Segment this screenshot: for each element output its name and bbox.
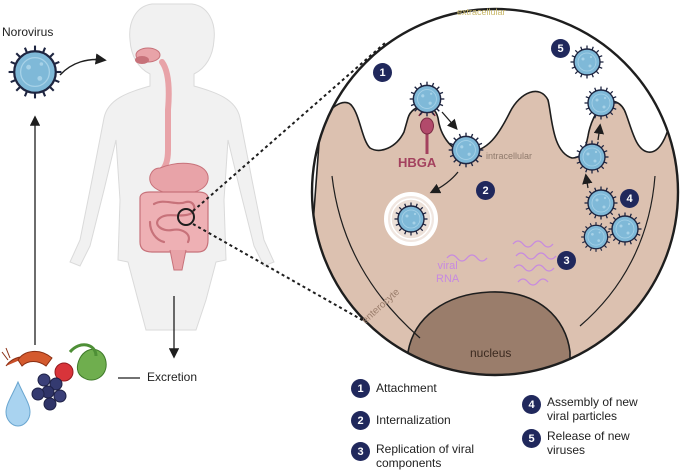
contaminated-food-icon <box>1 343 107 411</box>
arrow-enter-to-endosome <box>429 171 459 194</box>
legend-label-3-line2: components <box>376 456 442 471</box>
viral-rna-strands <box>446 240 557 286</box>
legend-label-4-line1: Assembly of new <box>547 395 638 409</box>
legend-item-release: 5 Release of new viruses <box>522 429 630 458</box>
virus-released-1 <box>583 85 619 121</box>
step-badge-3: 3 <box>557 251 576 270</box>
arrow-attach-to-enter <box>441 111 458 130</box>
legend-badge-3: 3 <box>351 442 370 461</box>
virus-attaching <box>408 80 446 118</box>
step-badge-2: 2 <box>476 181 495 200</box>
zoom-focus-circle <box>177 208 195 226</box>
step-badge-4: 4 <box>620 189 639 208</box>
water-drop-icon <box>5 380 31 427</box>
arrow-bud-to-release <box>593 123 605 141</box>
legend-label-5: Release of new viruses <box>547 429 630 458</box>
intracellular-label: intracellular <box>486 151 533 161</box>
legend-label-3-line1: Replication of viral <box>376 442 475 456</box>
digestive-tract <box>135 47 209 271</box>
hbga-label: HBGA <box>398 155 437 170</box>
virus-assembly-3 <box>580 221 612 253</box>
virus-assembly-1 <box>583 185 619 221</box>
norovirus-particle-icon <box>7 44 63 100</box>
legend-item-internalization: 2 Internalization <box>351 411 451 430</box>
zoom-circle-border <box>310 7 680 377</box>
step-badge-1: 1 <box>373 63 392 82</box>
legend-label-4: Assembly of new viral particles <box>547 395 638 424</box>
legend-label-1: Attachment <box>376 381 437 395</box>
virus-budding <box>574 139 610 175</box>
legend-item-replication: 3 Replication of viral components <box>351 442 474 471</box>
legend-label-4-line2: viral particles <box>547 409 618 424</box>
legend-badge-2: 2 <box>351 411 370 430</box>
norovirus-label: Norovirus <box>2 25 54 39</box>
step-badge-5: 5 <box>551 39 570 58</box>
legend-label-2: Internalization <box>376 413 451 427</box>
zoom-line-top <box>192 42 386 212</box>
virus-endosome <box>384 192 438 246</box>
viral-rna-line1: viral <box>437 260 458 272</box>
legend-item-assembly: 4 Assembly of new viral particles <box>522 395 638 424</box>
arrow-to-mouth <box>59 53 107 76</box>
nucleus-label: nucleus <box>470 346 512 360</box>
legend-label-3: Replication of viral components <box>376 442 474 471</box>
legend-badge-1: 1 <box>351 379 370 398</box>
virus-released-2 <box>569 44 605 80</box>
arrow-assembly-to-bud <box>582 173 593 189</box>
legend-item-attachment: 1 Attachment <box>351 379 437 398</box>
legend-label-5-line1: Release of new <box>547 429 630 443</box>
virus-entering <box>447 131 485 169</box>
viral-rna-label: viral RNA <box>436 260 459 285</box>
virus-assembly-2 <box>607 211 643 247</box>
extracellular-label: extracellular <box>457 7 506 17</box>
legend-label-5-line2: viruses <box>547 443 586 458</box>
viral-rna-line2: RNA <box>436 272 460 285</box>
legend-badge-4: 4 <box>522 395 541 414</box>
excretion-label: Excretion <box>147 370 198 384</box>
legend-badge-5: 5 <box>522 429 541 448</box>
